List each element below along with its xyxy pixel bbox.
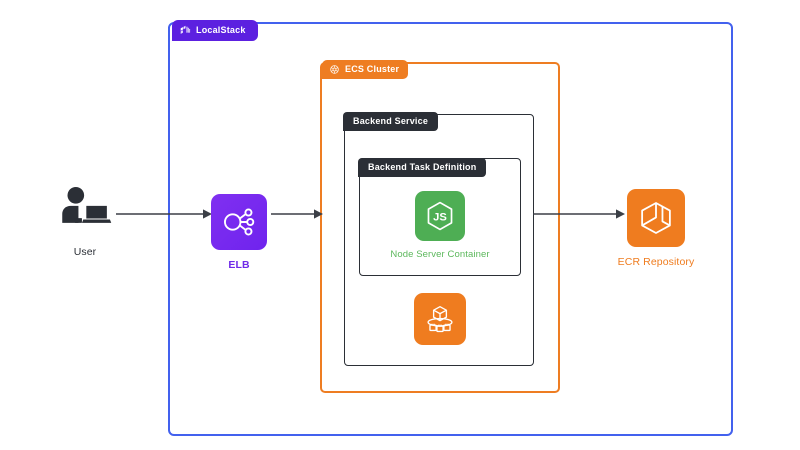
arrow-backend-service-to-ecr — [533, 209, 625, 219]
backend-service-badge-label: Backend Service — [353, 116, 429, 126]
elb-node: ELB — [209, 194, 269, 271]
ecs-cluster-badge: ECS Cluster — [322, 60, 409, 79]
task-definition-badge-label: Backend Task Definition — [368, 162, 477, 172]
elb-tile — [211, 194, 267, 250]
nodejs-icon: JS — [427, 201, 453, 231]
backend-service-boundary — [344, 114, 534, 366]
elb-label: ELB — [228, 259, 250, 271]
backend-service-badge: Backend Service — [343, 112, 439, 131]
node-server-container-label: Node Server Container — [390, 249, 490, 260]
user-node: User — [42, 186, 128, 258]
ecr-repository-icon — [641, 202, 671, 234]
localstack-logo-icon — [180, 25, 191, 36]
localstack-badge-label: LocalStack — [196, 25, 246, 35]
node-server-tile: JS — [415, 191, 465, 241]
elb-icon — [224, 208, 255, 236]
ecr-repository-label: ECR Repository — [617, 256, 695, 268]
ecs-task-node — [414, 293, 466, 345]
ecr-tile — [627, 189, 685, 247]
user-at-laptop-icon — [57, 186, 113, 235]
arrow-user-to-elb — [116, 209, 212, 219]
task-definition-badge: Backend Task Definition — [358, 158, 487, 177]
ecs-cluster-badge-label: ECS Cluster — [345, 64, 400, 74]
svg-text:JS: JS — [433, 211, 447, 223]
ecs-cluster-icon — [329, 64, 340, 75]
localstack-boundary — [168, 22, 733, 436]
node-server-container-node: JS Node Server Container — [390, 191, 490, 260]
localstack-badge: LocalStack — [172, 20, 258, 41]
ecr-repository-node: ECR Repository — [618, 189, 694, 268]
ecs-task-tile — [414, 293, 466, 345]
ecs-cluster-boundary — [320, 62, 560, 393]
arrow-elb-to-ecs-cluster — [271, 209, 323, 219]
aws-ecs-icon — [427, 305, 453, 333]
user-label: User — [73, 246, 97, 258]
